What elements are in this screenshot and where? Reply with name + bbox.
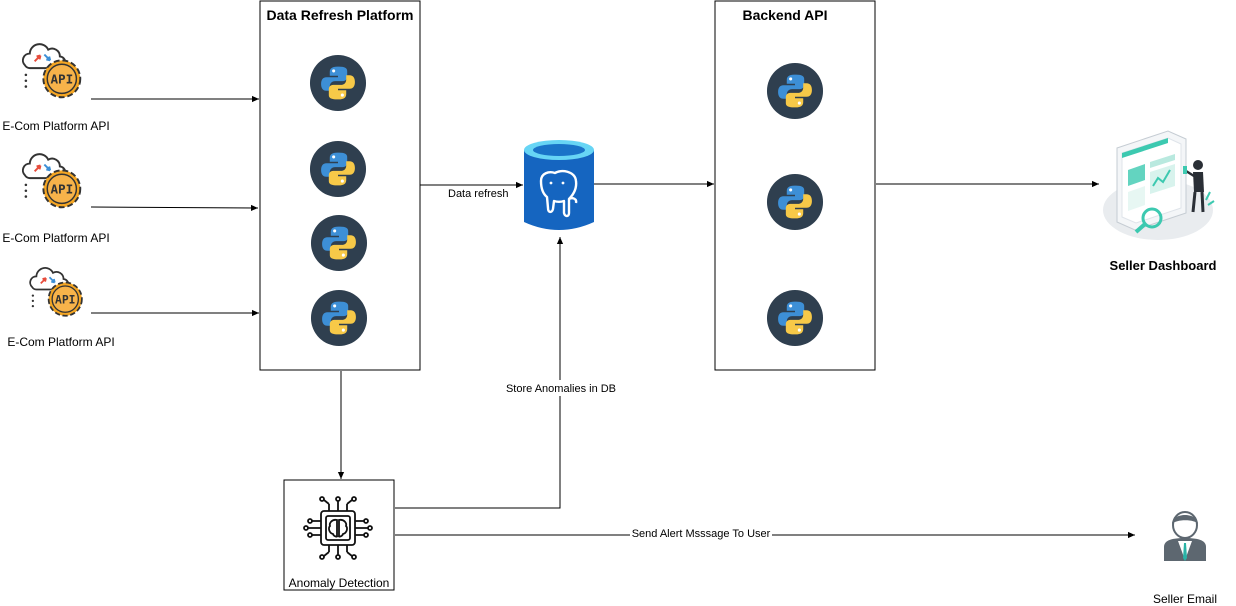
python-icon <box>766 289 824 347</box>
cloud-api-gear-icon <box>21 153 82 209</box>
cloud-api-gear-icon <box>21 43 82 99</box>
python-icon <box>766 173 824 231</box>
seller-email[interactable]: Seller Email <box>1153 511 1217 606</box>
python-icon <box>310 289 368 347</box>
ai-brain-chip-icon <box>303 496 373 560</box>
source-api-2: E-Com Platform API <box>2 153 110 245</box>
refresh-platform-title: Data Refresh Platform <box>266 7 413 23</box>
dashboard-analytics-icon <box>1103 130 1215 240</box>
seller-dashboard[interactable]: Seller Dashboard <box>1103 130 1217 273</box>
source-api-1: E-Com Platform API <box>2 43 110 133</box>
source-label-1: E-Com Platform API <box>2 119 109 133</box>
user-avatar-icon <box>1164 511 1206 561</box>
python-icon <box>309 140 367 198</box>
cloud-api-gear-icon <box>29 267 83 317</box>
refresh-platform-box[interactable]: Data Refresh Platform <box>259 0 421 371</box>
source-label-3: E-Com Platform API <box>7 335 114 349</box>
anomaly-detection-box[interactable]: Anomaly Detection <box>283 479 395 591</box>
edge-label-data-refresh: Data refresh <box>448 188 509 200</box>
seller-email-label: Seller Email <box>1153 592 1217 606</box>
python-icon <box>310 214 368 272</box>
edge-anomaly-to-db <box>395 237 564 509</box>
seller-dashboard-label: Seller Dashboard <box>1110 258 1217 273</box>
backend-api-box[interactable]: Backend API <box>714 0 876 371</box>
source-api-3: E-Com Platform API <box>7 267 115 349</box>
anomaly-detection-label: Anomaly Detection <box>289 576 390 590</box>
edges <box>90 95 1135 539</box>
python-icon <box>766 62 824 120</box>
edge-source2-to-refresh <box>90 204 259 212</box>
source-label-2: E-Com Platform API <box>2 231 109 245</box>
backend-api-title: Backend API <box>742 7 827 23</box>
edge-label-send-alert: Send Alert Msssage To User <box>632 528 771 540</box>
edge-label-store-anomalies: Store Anomalies in DB <box>506 383 616 395</box>
postgresql-database-icon[interactable] <box>524 140 594 230</box>
python-icon <box>309 54 367 112</box>
